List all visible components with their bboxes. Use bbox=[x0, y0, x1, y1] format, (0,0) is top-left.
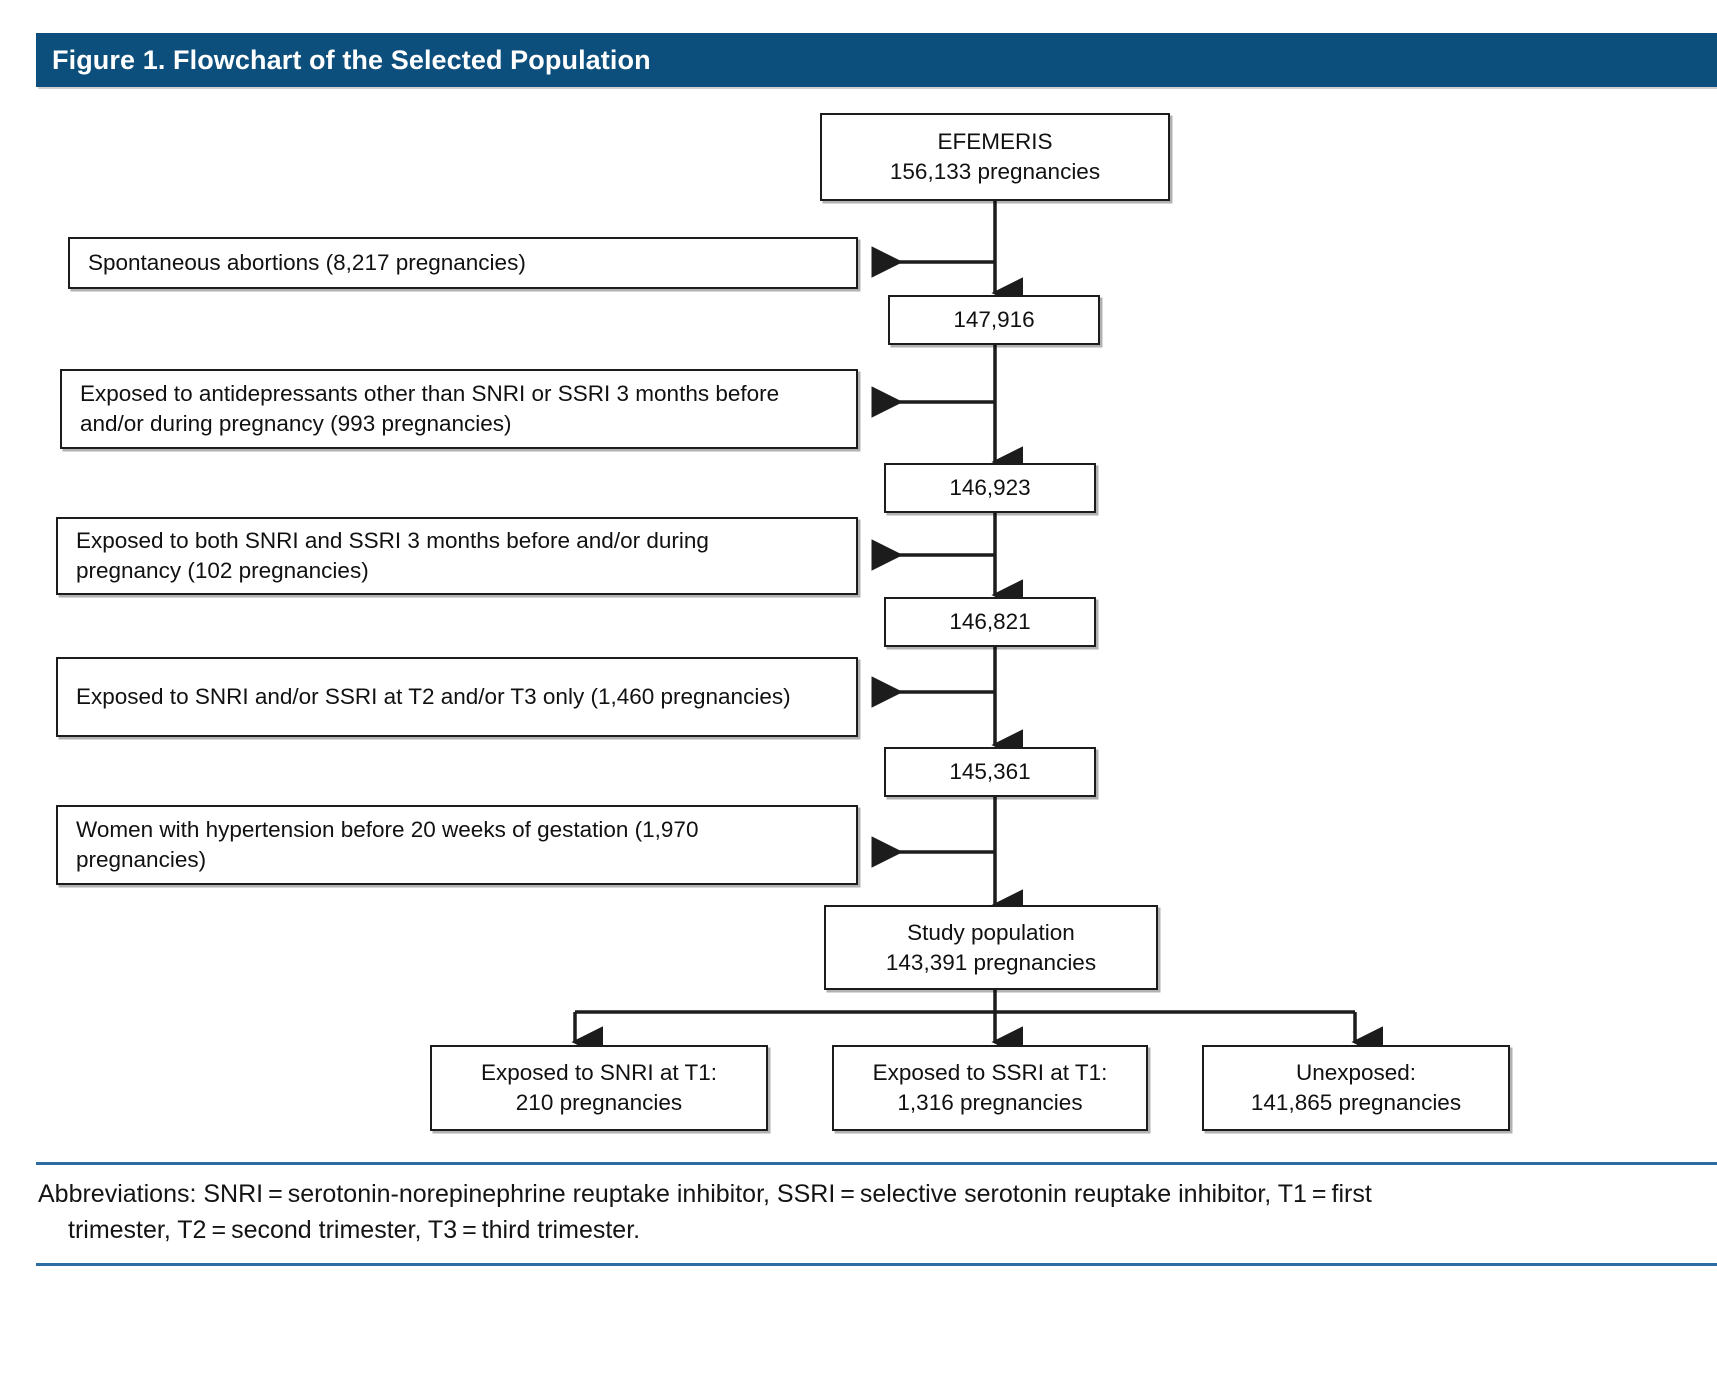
node-exclusion-hypertension: Women with hypertension before 20 weeks … bbox=[56, 805, 858, 885]
node-exclusion-t2-t3-only: Exposed to SNRI and/or SSRI at T2 and/or… bbox=[56, 657, 858, 737]
node-arm-ssri-t1: Exposed to SSRI at T1: 1,316 pregnancies bbox=[832, 1045, 1148, 1131]
flowchart-connectors bbox=[571, 201, 1383, 1058]
flowchart-canvas: EFEMERIS 156,133 pregnancies Spontaneous… bbox=[0, 87, 1717, 1162]
node-count-147916: 147,916 bbox=[888, 295, 1100, 345]
node-efemeris-source: EFEMERIS 156,133 pregnancies bbox=[820, 113, 1170, 201]
node-exclusion-1-line1: Spontaneous abortions (8,217 pregnancies… bbox=[88, 250, 526, 276]
node-arm-snri-t1: Exposed to SNRI at T1: 210 pregnancies bbox=[430, 1045, 768, 1131]
node-exclusion-other-antidepressants: Exposed to antidepressants other than SN… bbox=[60, 369, 858, 449]
node-exclusion-5-line1: Women with hypertension before 20 weeks … bbox=[76, 817, 699, 843]
abbreviations-line-2: trimester, T2 = second trimester, T3 = t… bbox=[68, 1216, 641, 1245]
node-count-146923: 146,923 bbox=[884, 463, 1096, 513]
node-arm-snri-line2: 210 pregnancies bbox=[515, 1090, 683, 1115]
abbreviations-text: Abbreviations: SNRI = serotonin-norepine… bbox=[36, 1165, 1717, 1255]
figure-header-bar: Figure 1. Flowchart of the Selected Popu… bbox=[36, 33, 1717, 87]
node-count-146923-value: 146,923 bbox=[949, 475, 1031, 501]
node-count-147916-value: 147,916 bbox=[953, 307, 1035, 333]
node-study-population: Study population 143,391 pregnancies bbox=[824, 905, 1158, 990]
node-exclusion-2-line2: and/or during pregnancy (993 pregnancies… bbox=[80, 411, 512, 436]
node-efemeris-line1: EFEMERIS bbox=[937, 129, 1053, 155]
node-arm-snri-line1: Exposed to SNRI at T1: bbox=[481, 1060, 717, 1086]
node-count-145361-value: 145,361 bbox=[949, 759, 1031, 785]
page-title: Figure 1. Flowchart of the Selected Popu… bbox=[52, 44, 651, 75]
node-count-145361: 145,361 bbox=[884, 747, 1096, 797]
node-study-population-line1: Study population bbox=[907, 919, 1075, 945]
node-count-146821-value: 146,821 bbox=[949, 609, 1031, 635]
node-study-population-line2: 143,391 pregnancies bbox=[885, 949, 1097, 975]
node-arm-unexposed-line2: 141,865 pregnancies bbox=[1250, 1090, 1462, 1115]
footnote-rule-bottom bbox=[36, 1262, 1717, 1266]
node-exclusion-2-line1: Exposed to antidepressants other than SN… bbox=[80, 381, 780, 407]
footnote-rule-top bbox=[36, 1162, 1717, 1165]
node-exclusion-3-line2: pregnancy (102 pregnancies) bbox=[76, 558, 369, 583]
node-arm-unexposed: Unexposed: 141,865 pregnancies bbox=[1202, 1045, 1510, 1131]
node-exclusion-4-line1: Exposed to SNRI and/or SSRI at T2 and/or… bbox=[76, 684, 791, 710]
node-arm-ssri-line2: 1,316 pregnancies bbox=[897, 1090, 1083, 1115]
abbreviations-line-1: Abbreviations: SNRI = serotonin-norepine… bbox=[38, 1180, 1372, 1208]
node-exclusion-5-line2: pregnancies) bbox=[76, 847, 207, 872]
node-efemeris-line2: 156,133 pregnancies bbox=[889, 159, 1101, 184]
node-arm-unexposed-line1: Unexposed: bbox=[1295, 1060, 1417, 1086]
node-arm-ssri-line1: Exposed to SSRI at T1: bbox=[872, 1060, 1108, 1086]
node-exclusion-spontaneous-abortions: Spontaneous abortions (8,217 pregnancies… bbox=[68, 237, 858, 289]
figure-footnote: Abbreviations: SNRI = serotonin-norepine… bbox=[36, 1162, 1717, 1266]
node-count-146821: 146,821 bbox=[884, 597, 1096, 647]
node-exclusion-3-line1: Exposed to both SNRI and SSRI 3 months b… bbox=[76, 528, 709, 554]
node-exclusion-both-snri-ssri: Exposed to both SNRI and SSRI 3 months b… bbox=[56, 517, 858, 595]
